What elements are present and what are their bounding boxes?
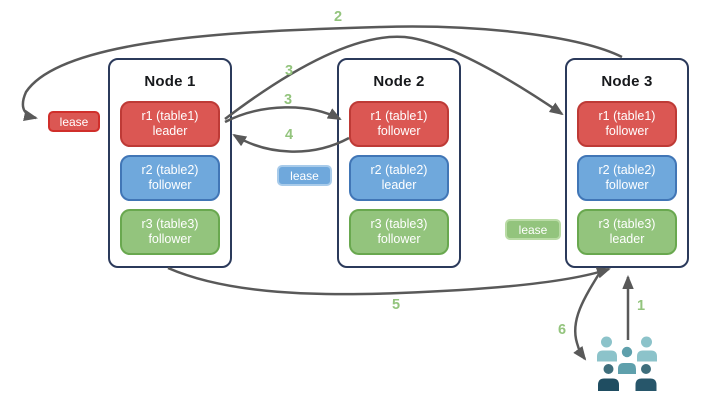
replica-range: r1 (table1) bbox=[141, 108, 199, 123]
step-label-4: 4 bbox=[284, 127, 294, 143]
node-2-r3-follower: r3 (table3) follower bbox=[349, 209, 449, 255]
replica-range: r3 (table3) bbox=[141, 216, 199, 231]
replica-role: leader bbox=[152, 124, 188, 138]
node-2-r2-leader: r2 (table2) leader bbox=[349, 155, 449, 201]
lease-badge-r2: lease bbox=[277, 165, 332, 186]
lease-label: lease bbox=[290, 168, 319, 183]
node-1-box: Node 1 r1 (table1) leader r2 (table2) fo… bbox=[108, 58, 232, 268]
replica-range: r3 (table3) bbox=[598, 216, 656, 231]
node-3-title: Node 3 bbox=[601, 73, 653, 90]
node-3-box: Node 3 r1 (table1) follower r2 (table2) … bbox=[565, 58, 689, 268]
lease-badge-r1: lease bbox=[48, 111, 100, 132]
node-3-r2-follower: r2 (table2) follower bbox=[577, 155, 677, 201]
replica-range: r2 (table2) bbox=[370, 162, 428, 177]
node-3-r3-leader: r3 (table3) leader bbox=[577, 209, 677, 255]
arrow-5-node1-to-node3 bbox=[167, 266, 611, 296]
replica-role: follower bbox=[605, 124, 649, 138]
step-label-1: 1 bbox=[636, 298, 646, 314]
replica-range: r1 (table1) bbox=[598, 108, 656, 123]
node-1-r2-follower: r2 (table2) follower bbox=[120, 155, 220, 201]
replica-role: leader bbox=[381, 178, 417, 192]
replica-role: follower bbox=[377, 232, 421, 246]
node-3-r1-follower: r1 (table1) follower bbox=[577, 101, 677, 147]
node-2-box: Node 2 r1 (table1) follower r2 (table2) … bbox=[337, 58, 461, 268]
step-label-3a: 3 bbox=[284, 63, 294, 79]
arrow-3-leader-to-node2-follower bbox=[224, 106, 342, 124]
node-2-r1-follower: r1 (table1) follower bbox=[349, 101, 449, 147]
replica-range: r2 (table2) bbox=[141, 162, 199, 177]
step-label-5: 5 bbox=[391, 297, 401, 313]
node-2-title: Node 2 bbox=[373, 73, 425, 90]
lease-badge-r3: lease bbox=[505, 219, 561, 240]
replica-range: r2 (table2) bbox=[598, 162, 656, 177]
replica-role: follower bbox=[605, 178, 649, 192]
node-1-title: Node 1 bbox=[144, 73, 196, 90]
step-label-3b: 3 bbox=[283, 92, 293, 108]
replica-role: leader bbox=[609, 232, 645, 246]
node-1-r1-leader: r1 (table1) leader bbox=[120, 101, 220, 147]
replica-role: follower bbox=[148, 178, 192, 192]
users-icon bbox=[597, 336, 657, 391]
lease-label: lease bbox=[59, 114, 89, 129]
replica-range: r3 (table3) bbox=[370, 216, 428, 231]
lease-label: lease bbox=[518, 222, 548, 237]
replica-range: r1 (table1) bbox=[370, 108, 428, 123]
replica-role: follower bbox=[377, 124, 421, 138]
replica-role: follower bbox=[148, 232, 192, 246]
node-1-r3-follower: r3 (table3) follower bbox=[120, 209, 220, 255]
step-label-6: 6 bbox=[557, 322, 567, 338]
step-label-2: 2 bbox=[333, 9, 343, 25]
